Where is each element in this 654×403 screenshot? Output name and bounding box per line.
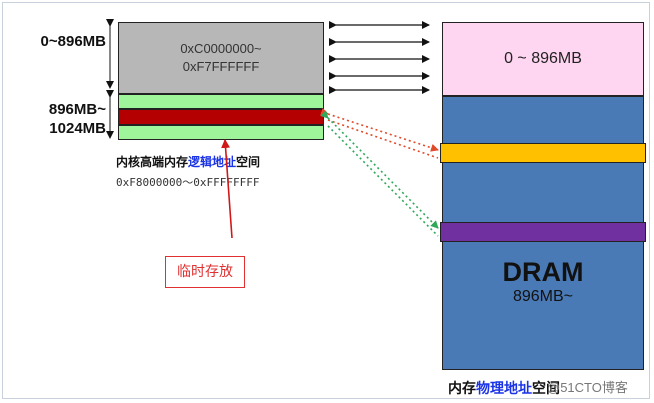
lowmem-mapping-arrows — [329, 21, 430, 94]
physical-caption-prefix: 内存 — [448, 381, 476, 397]
dram-title: DRAM — [502, 257, 584, 287]
kernel-high-caption-suffix: 空间 — [236, 155, 261, 169]
kernel-high-caption-highlight: 逻辑地址 — [188, 155, 237, 169]
kernel-high-caption: 内核高端内存逻辑地址空间 — [116, 153, 260, 170]
label-high-memory-start: 896MB~ — [48, 101, 106, 118]
virtual-lowmem-range-end: 0xF7FFFFFF — [182, 59, 260, 74]
diagram-frame — [2, 2, 650, 399]
physical-lowmem-block: 0 ~ 896MB — [442, 22, 644, 96]
physical-caption: 内存物理地址空间 — [448, 378, 560, 398]
label-low-memory: 0~896MB — [40, 33, 106, 50]
physical-caption-suffix: 空间 — [532, 381, 560, 397]
label-high-memory-end: 1024MB — [49, 120, 106, 137]
physical-mapped-page-purple — [440, 222, 646, 242]
dram-subtitle: 896MB~ — [512, 288, 574, 305]
highmem-green-top — [118, 94, 324, 109]
physical-mapped-page-orange — [440, 143, 646, 163]
virtual-lowmem-range-start: 0xC0000000~ — [180, 41, 262, 56]
watermark: @51CTO博客 — [547, 380, 628, 395]
highmem-to-purple-arrow-2 — [327, 125, 439, 237]
physical-caption-highlight: 物理地址 — [476, 381, 532, 397]
physical-lowmem-label: 0 ~ 896MB — [504, 50, 582, 67]
kernel-high-caption-prefix: 内核高端内存 — [116, 155, 189, 169]
kernel-high-range: 0xF8000000～0xFFFFFFFF — [116, 176, 260, 189]
highmem-to-orange-arrow-2 — [327, 119, 439, 159]
virtual-lowmem-block: 0xC0000000~ 0xF7FFFFFF — [118, 22, 324, 94]
annotation-pointer-arrow — [221, 139, 233, 239]
highmem-to-orange-arrow — [320, 108, 439, 152]
annotation-temp-storage: 临时存放 — [165, 256, 245, 288]
highmem-to-purple-arrow — [320, 110, 439, 229]
